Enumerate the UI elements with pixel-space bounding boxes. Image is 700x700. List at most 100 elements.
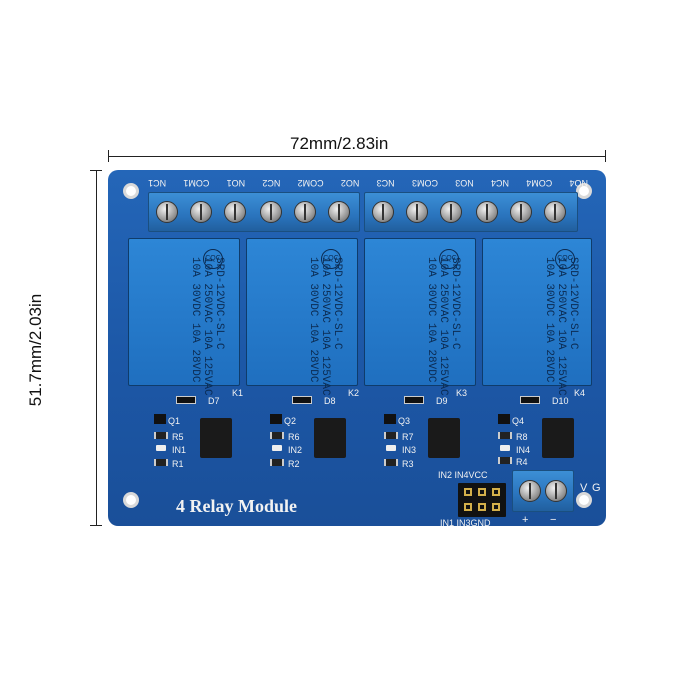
terminal-label: NO4 <box>569 178 588 188</box>
terminal-label: NC2 <box>262 178 281 188</box>
header-label-bottom: IN1 IN3GND <box>440 518 491 528</box>
screw-terminal <box>510 201 532 223</box>
input-label: IN3 <box>402 445 417 455</box>
optocoupler <box>428 418 460 458</box>
relay-label-k3: K3 <box>456 388 468 398</box>
input-label: IN1 <box>172 445 187 455</box>
terminal-label: COM2 <box>297 178 324 188</box>
relay-rating-text: SRD-12VDC-SL-C 10A 250VAC 10A 125VAC 10A… <box>425 257 461 396</box>
transistor-q2 <box>270 414 282 424</box>
terminal-label: NC1 <box>148 178 167 188</box>
header-label-top: IN2 IN4VCC <box>438 470 488 480</box>
terminal-label: NO2 <box>340 178 360 188</box>
power-label-g: G <box>592 482 601 494</box>
header-pin <box>492 503 500 511</box>
terminal-block-left <box>148 192 360 232</box>
resistor-label: R5 <box>172 432 184 442</box>
mounting-hole-bottom-left <box>123 492 139 508</box>
cqc-logo: CQC <box>555 249 575 269</box>
screw-terminal <box>372 201 394 223</box>
module-title: 4 Relay Module <box>176 496 297 516</box>
relay-rating-text: SRD-12VDC-SL-C 10A 250VAC 10A 125VAC 10A… <box>307 257 343 396</box>
led-in4 <box>500 445 510 451</box>
relay-label-k2: K2 <box>348 388 360 398</box>
mounting-hole-top-right <box>576 183 592 199</box>
resistor <box>498 457 512 464</box>
relay-rating-text: SRD-12VDC-SL-C 10A 250VAC 10A 125VAC 10A… <box>543 257 579 396</box>
transistor-q4 <box>498 414 510 424</box>
resistor <box>384 459 398 466</box>
width-tick-right <box>605 150 606 162</box>
relay-k4: SRD-12VDC-SL-C 10A 250VAC 10A 125VAC 10A… <box>482 238 592 396</box>
input-label: IN2 <box>288 445 303 455</box>
resistor-label: R8 <box>516 432 528 442</box>
resistor-label: R7 <box>402 432 414 442</box>
screw-terminal <box>156 201 178 223</box>
led-in2 <box>272 445 282 451</box>
terminal-label: NO3 <box>455 178 474 188</box>
transistor-label: Q4 <box>512 416 525 426</box>
header-pin <box>464 503 472 511</box>
screw-terminal <box>544 201 566 223</box>
screw-terminal <box>224 201 246 223</box>
header-pin <box>478 503 486 511</box>
optocoupler <box>314 418 346 458</box>
screw-terminal <box>260 201 282 223</box>
header-pin <box>478 488 486 496</box>
resistor <box>384 432 398 439</box>
diode-d9 <box>404 396 424 404</box>
terminal-labels-row: NO4 COM4 NC4 NO3 COM3 NC3 NO2 COM2 NC2 N… <box>148 176 588 188</box>
power-sign-minus: − <box>550 514 557 526</box>
header-pin <box>464 488 472 496</box>
power-label-v: V <box>580 482 588 494</box>
resistor-label: R6 <box>288 432 300 442</box>
screw-terminal <box>190 201 212 223</box>
resistor <box>270 459 284 466</box>
led-in3 <box>386 445 396 451</box>
width-tick-left <box>108 150 109 162</box>
diode-d7 <box>176 396 196 404</box>
power-sign-plus: + <box>522 514 529 526</box>
screw-terminal <box>476 201 498 223</box>
diode-label: D10 <box>552 396 569 406</box>
transistor-q3 <box>384 414 396 424</box>
diode-label: D7 <box>208 396 220 406</box>
terminal-label: NC3 <box>376 178 395 188</box>
relay-k3: SRD-12VDC-SL-C 10A 250VAC 10A 125VAC 10A… <box>364 238 476 396</box>
resistor <box>154 459 168 466</box>
resistor-label: R4 <box>516 457 528 467</box>
height-tick-top <box>90 170 102 171</box>
screw-terminal <box>328 201 350 223</box>
cqc-logo: CQC <box>439 249 459 269</box>
relay-k1: SRD-12VDC-SL-C 10A 250VAC 10A 125VAC 10A… <box>128 238 240 396</box>
input-label: IN4 <box>516 445 531 455</box>
resistor-label: R2 <box>288 459 300 469</box>
transistor-label: Q3 <box>398 416 411 426</box>
diode-d8 <box>292 396 312 404</box>
header-pin <box>492 488 500 496</box>
relay-k2: SRD-12VDC-SL-C 10A 250VAC 10A 125VAC 10A… <box>246 238 358 396</box>
transistor-label: Q2 <box>284 416 297 426</box>
relay-board: NO4 COM4 NC4 NO3 COM3 NC3 NO2 COM2 NC2 N… <box>108 170 606 528</box>
screw-terminal <box>406 201 428 223</box>
height-dimension-line <box>96 170 97 526</box>
resistor <box>498 432 512 439</box>
screw-terminal <box>294 201 316 223</box>
terminal-label: COM4 <box>526 178 553 188</box>
terminal-label: COM1 <box>183 178 210 188</box>
header-pins[interactable] <box>458 483 506 517</box>
screw-terminal <box>440 201 462 223</box>
led-in1 <box>156 445 166 451</box>
transistor-q1 <box>154 414 166 424</box>
terminal-label: COM3 <box>411 178 438 188</box>
diode-label: D9 <box>436 396 448 406</box>
relay-rating-text: SRD-12VDC-SL-C 10A 250VAC 10A 125VAC 10A… <box>189 257 225 396</box>
cqc-logo: CQC <box>203 249 223 269</box>
terminal-label: NO1 <box>226 178 246 188</box>
relay-label-k1: K1 <box>232 388 244 398</box>
height-tick-bottom <box>90 525 102 526</box>
screw-terminal <box>545 480 567 502</box>
cqc-logo: CQC <box>321 249 341 269</box>
terminal-label: NC4 <box>490 178 509 188</box>
resistor <box>154 432 168 439</box>
